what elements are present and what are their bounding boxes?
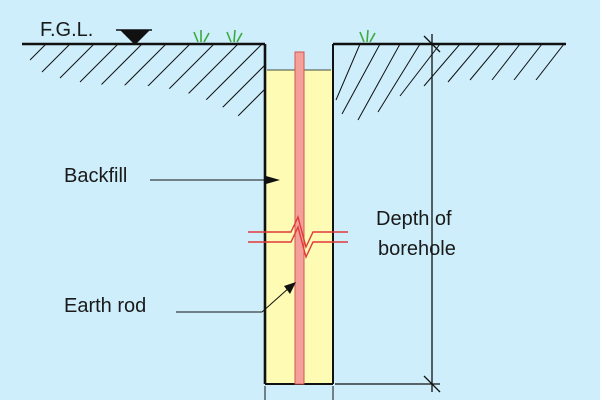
earth-rod-callout: Earth rod bbox=[64, 282, 296, 317]
arrow-icon bbox=[266, 176, 280, 184]
depth-label-line2: borehole bbox=[378, 238, 456, 260]
grass-icon bbox=[193, 29, 376, 43]
backfill-label: Backfill bbox=[64, 165, 127, 187]
bottom-ticks bbox=[264, 386, 334, 400]
depth-dimension bbox=[333, 34, 441, 393]
earth-rod bbox=[294, 51, 305, 385]
soil-hatch-right bbox=[335, 44, 565, 121]
arrow-icon bbox=[284, 282, 296, 294]
depth-label-line1: Depth of bbox=[376, 208, 452, 230]
fgl-label: F.G.L. bbox=[40, 19, 93, 41]
backfill-callout: Backfill bbox=[64, 165, 280, 187]
break-symbol bbox=[248, 214, 348, 260]
fgl-marker: F.G.L. bbox=[40, 19, 152, 45]
earth-rod-label: Earth rod bbox=[64, 295, 146, 317]
level-triangle-icon bbox=[120, 30, 150, 45]
soil-hatch-left bbox=[29, 44, 265, 117]
